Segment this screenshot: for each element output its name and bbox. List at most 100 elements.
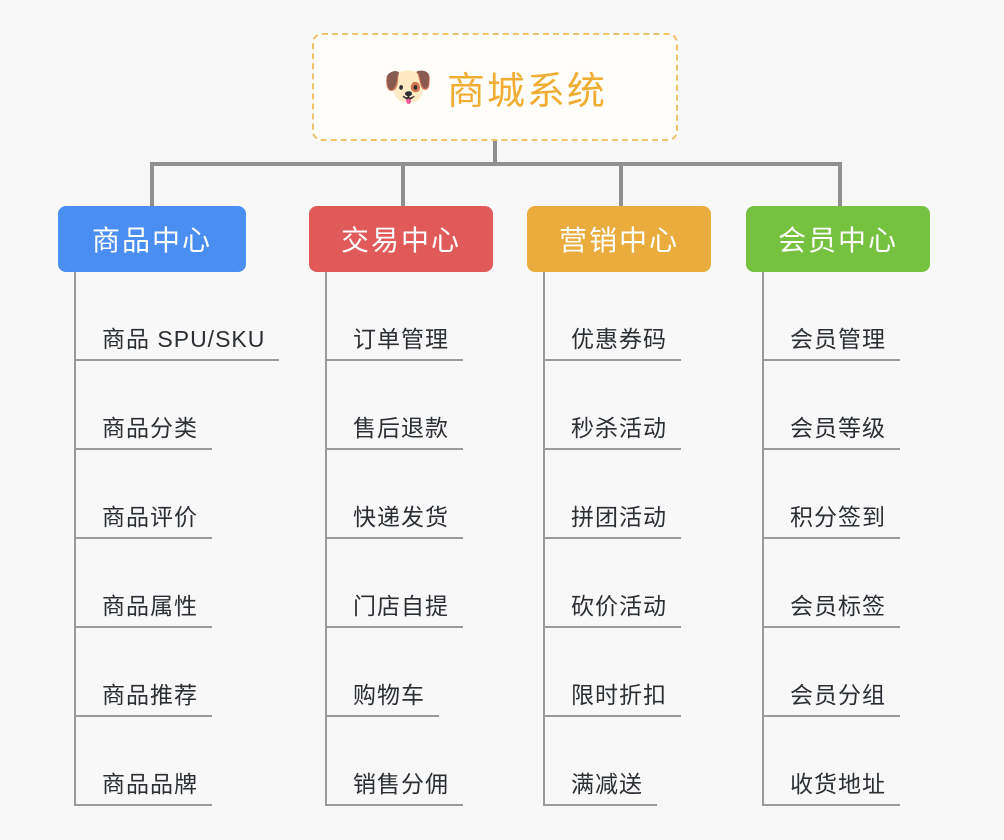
- leaf-item[interactable]: 砍价活动: [527, 539, 711, 628]
- leaf-item[interactable]: 拼团活动: [527, 450, 711, 539]
- leaf-item[interactable]: 会员标签: [746, 539, 930, 628]
- leaf-item[interactable]: 会员等级: [746, 361, 930, 450]
- leaf-item[interactable]: 秒杀活动: [527, 361, 711, 450]
- connector-drop-4: [838, 162, 842, 206]
- leaf-item[interactable]: 门店自提: [309, 539, 493, 628]
- leaf-item-label: 购物车: [353, 682, 425, 708]
- connector-drop-1: [150, 162, 154, 206]
- category-column-4: 会员中心会员管理会员等级积分签到会员标签会员分组收货地址: [746, 206, 930, 806]
- category-box-2[interactable]: 交易中心: [309, 206, 493, 272]
- leaf-item[interactable]: 积分签到: [746, 450, 930, 539]
- leaf-spine: [543, 272, 545, 806]
- leaf-underline: [325, 448, 463, 450]
- leaf-underline: [543, 359, 681, 361]
- leaf-item-label: 秒杀活动: [571, 415, 667, 441]
- leaf-item-label: 门店自提: [353, 593, 449, 619]
- dog-face-icon: 🐶: [383, 65, 433, 109]
- root-node[interactable]: 🐶 商城系统: [312, 33, 678, 141]
- leaf-item-label: 砍价活动: [571, 593, 667, 619]
- leaf-item-label: 商品推荐: [102, 682, 198, 708]
- leaf-item-label: 满减送: [571, 771, 643, 797]
- leaf-item-label: 商品分类: [102, 415, 198, 441]
- leaf-list-4: 会员管理会员等级积分签到会员标签会员分组收货地址: [746, 272, 930, 806]
- category-box-4[interactable]: 会员中心: [746, 206, 930, 272]
- leaf-item[interactable]: 满减送: [527, 717, 711, 806]
- leaf-underline: [762, 804, 900, 806]
- leaf-underline: [74, 715, 212, 717]
- leaf-list-2: 订单管理售后退款快递发货门店自提购物车销售分佣: [309, 272, 493, 806]
- connector-horizontal-bus: [150, 162, 840, 166]
- leaf-underline: [325, 359, 463, 361]
- leaf-item-label: 商品 SPU/SKU: [102, 326, 266, 352]
- category-box-3[interactable]: 营销中心: [527, 206, 711, 272]
- leaf-item-label: 会员等级: [790, 415, 886, 441]
- leaf-underline: [74, 537, 212, 539]
- leaf-item-label: 限时折扣: [571, 682, 667, 708]
- connector-drop-3: [619, 162, 623, 206]
- leaf-item[interactable]: 限时折扣: [527, 628, 711, 717]
- leaf-item-label: 拼团活动: [571, 504, 667, 530]
- leaf-underline: [762, 359, 900, 361]
- leaf-underline: [325, 715, 439, 717]
- leaf-item[interactable]: 优惠券码: [527, 272, 711, 361]
- leaf-item[interactable]: 会员管理: [746, 272, 930, 361]
- leaf-item[interactable]: 商品评价: [58, 450, 246, 539]
- leaf-underline: [543, 715, 681, 717]
- leaf-underline: [325, 537, 463, 539]
- leaf-item-label: 收货地址: [790, 771, 886, 797]
- leaf-item-label: 快递发货: [353, 504, 449, 530]
- leaf-underline: [325, 626, 463, 628]
- leaf-item[interactable]: 商品属性: [58, 539, 246, 628]
- leaf-item-label: 会员管理: [790, 326, 886, 352]
- leaf-item[interactable]: 会员分组: [746, 628, 930, 717]
- leaf-underline: [74, 626, 212, 628]
- leaf-underline: [543, 804, 657, 806]
- category-label: 商品中心: [91, 225, 212, 256]
- leaf-item[interactable]: 商品推荐: [58, 628, 246, 717]
- category-column-2: 交易中心订单管理售后退款快递发货门店自提购物车销售分佣: [309, 206, 493, 806]
- leaf-underline: [762, 715, 900, 717]
- connector-drop-2: [401, 162, 405, 206]
- leaf-underline: [74, 359, 279, 361]
- category-column-3: 营销中心优惠券码秒杀活动拼团活动砍价活动限时折扣满减送: [527, 206, 711, 806]
- leaf-spine: [325, 272, 327, 806]
- category-column-1: 商品中心商品 SPU/SKU 商品分类商品评价商品属性商品推荐商品品牌: [58, 206, 279, 806]
- leaf-underline: [74, 448, 212, 450]
- leaf-item-label: 商品品牌: [102, 771, 198, 797]
- leaf-underline: [543, 537, 681, 539]
- leaf-underline: [74, 804, 212, 806]
- leaf-underline: [762, 626, 900, 628]
- leaf-list-1: 商品 SPU/SKU 商品分类商品评价商品属性商品推荐商品品牌: [58, 272, 279, 806]
- leaf-underline: [543, 626, 681, 628]
- leaf-item[interactable]: 销售分佣: [309, 717, 493, 806]
- leaf-item-label: 销售分佣: [353, 771, 449, 797]
- leaf-spine: [74, 272, 76, 806]
- leaf-item-label: 会员标签: [790, 593, 886, 619]
- category-label: 会员中心: [777, 225, 898, 256]
- leaf-item[interactable]: 商品分类: [58, 361, 246, 450]
- leaf-spine: [762, 272, 764, 806]
- category-box-1[interactable]: 商品中心: [58, 206, 246, 272]
- leaf-list-3: 优惠券码秒杀活动拼团活动砍价活动限时折扣满减送: [527, 272, 711, 806]
- leaf-item[interactable]: 订单管理: [309, 272, 493, 361]
- leaf-item-label: 优惠券码: [571, 326, 667, 352]
- leaf-item-label: 商品评价: [102, 504, 198, 530]
- leaf-item[interactable]: 收货地址: [746, 717, 930, 806]
- leaf-item[interactable]: 快递发货: [309, 450, 493, 539]
- category-label: 营销中心: [558, 225, 679, 256]
- leaf-item[interactable]: 购物车: [309, 628, 493, 717]
- leaf-item[interactable]: 商品 SPU/SKU: [58, 272, 279, 361]
- leaf-item-label: 积分签到: [790, 504, 886, 530]
- root-node-label: 商城系统: [446, 70, 607, 113]
- leaf-item-label: 售后退款: [353, 415, 449, 441]
- leaf-item-label: 会员分组: [790, 682, 886, 708]
- leaf-underline: [543, 448, 681, 450]
- leaf-item[interactable]: 售后退款: [309, 361, 493, 450]
- leaf-underline: [325, 804, 463, 806]
- leaf-underline: [762, 537, 900, 539]
- connector-root-stem: [493, 141, 497, 165]
- leaf-item[interactable]: 商品品牌: [58, 717, 246, 806]
- leaf-item-label: 商品属性: [102, 593, 198, 619]
- category-label: 交易中心: [340, 225, 461, 256]
